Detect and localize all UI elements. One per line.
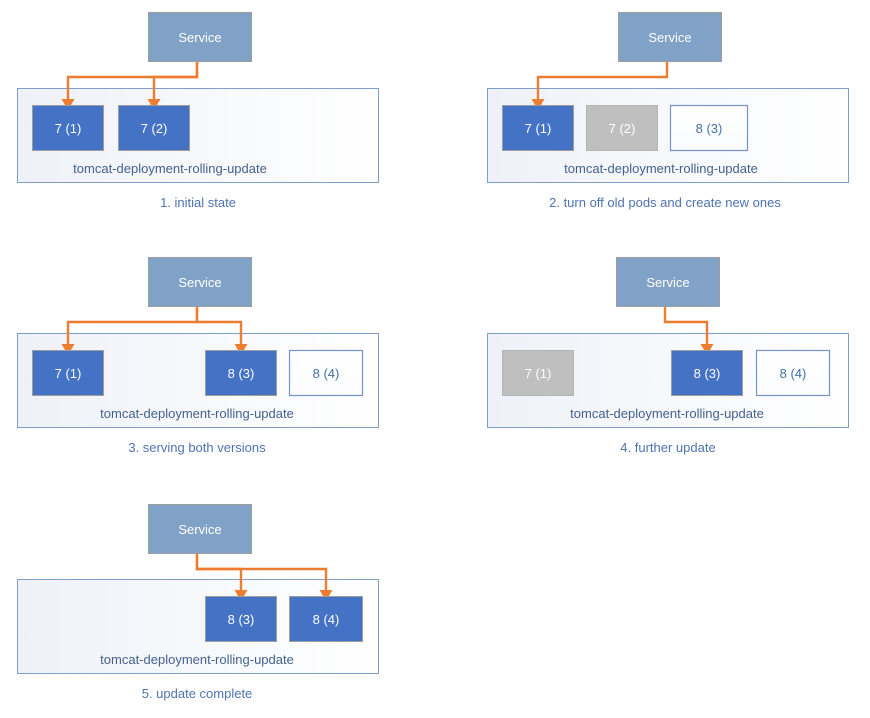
- service-label: Service: [178, 275, 221, 290]
- pod-label: 7 (1): [55, 121, 82, 136]
- pod-box: [671, 350, 743, 396]
- pod-label: 8 (3): [694, 366, 721, 381]
- panel-4: Service 7 (1) 8 (3) 8 (4) tomcat-deploym…: [487, 257, 849, 455]
- panel-caption: 1. initial state: [160, 195, 236, 210]
- service-label: Service: [646, 275, 689, 290]
- pod-box: [32, 105, 104, 151]
- panel-5: Service 8 (3) 8 (4) tomcat-deployment-ro…: [17, 504, 379, 701]
- arrowhead-icon: [61, 99, 75, 110]
- deployment-label: tomcat-deployment-rolling-update: [570, 406, 764, 421]
- pod-label: 8 (4): [780, 366, 807, 381]
- panel-caption: 3. serving both versions: [128, 440, 266, 455]
- pod-box: [502, 350, 574, 396]
- deployment-label: tomcat-deployment-rolling-update: [73, 161, 267, 176]
- service-to-pod-arrows: [663, 307, 709, 344]
- deployment-label: tomcat-deployment-rolling-update: [100, 406, 294, 421]
- service-to-pod-arrows: [66, 62, 199, 99]
- service-to-pod-arrows: [536, 62, 669, 99]
- panel-caption: 5. update complete: [142, 686, 253, 701]
- panel-3: Service 7 (1) 8 (3) 8 (4) tomcat-deploym…: [17, 257, 379, 455]
- arrowhead-icon: [700, 344, 714, 355]
- service-box: [148, 257, 252, 307]
- service-to-pod-arrows: [195, 554, 328, 590]
- pod-label: 7 (1): [55, 366, 82, 381]
- pod-box: [755, 349, 831, 397]
- service-box: [618, 12, 722, 62]
- pod-box: [205, 596, 277, 642]
- arrowhead-icon: [234, 344, 248, 355]
- panel-caption: 4. further update: [620, 440, 715, 455]
- pod-box: [118, 105, 190, 151]
- arrowhead-icon: [61, 344, 75, 355]
- panel-2: Service 7 (1) 7 (2) 8 (3) tomcat-deploym…: [487, 12, 849, 210]
- panel-1: Service 7 (1) 7 (2) tomcat-deployment-ro…: [17, 12, 379, 210]
- arrowhead-icon: [234, 590, 248, 601]
- arrowhead-icon: [319, 590, 333, 601]
- arrowhead-icon: [147, 99, 161, 110]
- pod-box: [669, 104, 749, 152]
- pod-box: [32, 350, 104, 396]
- service-box: [148, 12, 252, 62]
- service-label: Service: [178, 522, 221, 537]
- pod-label: 7 (1): [525, 366, 552, 381]
- pod-box: [289, 596, 363, 642]
- pod-label: 8 (3): [228, 366, 255, 381]
- pod-box: [288, 349, 364, 397]
- pod-box: [205, 350, 277, 396]
- pod-label: 7 (2): [141, 121, 168, 136]
- pod-box: [502, 105, 574, 151]
- service-to-pod-arrows: [66, 307, 243, 344]
- pod-box: [586, 105, 658, 151]
- pod-label: 7 (1): [525, 121, 552, 136]
- pod-label: 8 (3): [228, 612, 255, 627]
- pod-label: 8 (3): [696, 121, 723, 136]
- pod-label: 8 (4): [313, 366, 340, 381]
- pod-label: 8 (4): [313, 612, 340, 627]
- deployment-label: tomcat-deployment-rolling-update: [564, 161, 758, 176]
- deployment-label: tomcat-deployment-rolling-update: [100, 652, 294, 667]
- pod-label: 7 (2): [609, 121, 636, 136]
- service-box: [616, 257, 720, 307]
- service-label: Service: [178, 30, 221, 45]
- panel-caption: 2. turn off old pods and create new ones: [549, 195, 781, 210]
- service-box: [148, 504, 252, 554]
- arrowhead-icon: [531, 99, 545, 110]
- service-label: Service: [648, 30, 691, 45]
